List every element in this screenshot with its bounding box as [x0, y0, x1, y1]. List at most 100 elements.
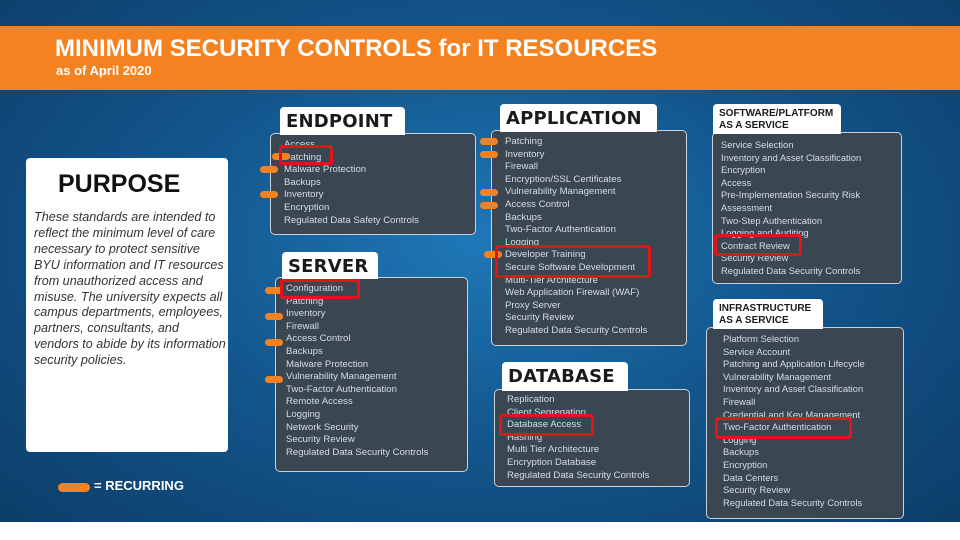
recurring-pin-icon: [480, 151, 498, 158]
two-factor-highlight: [715, 417, 852, 439]
configuration-highlight: [280, 279, 360, 299]
iaas-item: Backups: [723, 446, 759, 458]
iaas-item: Two-Factor Authentication: [723, 421, 832, 433]
database-item: Multi Tier Architecture: [507, 444, 600, 456]
database-item: Regulated Data Security Controls: [507, 469, 650, 481]
endpoint-item: Backups: [284, 176, 321, 188]
application-item: Web Application Firewall (WAF): [505, 287, 640, 299]
application-item: Firewall: [505, 161, 539, 173]
application-item: Regulated Data Security Controls: [505, 324, 648, 336]
contract-review-highlight: [714, 234, 802, 256]
server-item: Regulated Data Security Controls: [286, 446, 429, 458]
database-item: Replication: [507, 394, 555, 405]
title-banner: [0, 26, 960, 90]
iaas-item: Credential and Key Management: [723, 408, 861, 420]
iaas-item: Logging: [723, 433, 757, 445]
server-item: Security Review: [286, 434, 355, 446]
iaas-item: Regulated Data Security Controls: [723, 496, 863, 508]
server-item: Vulnerability Management: [286, 371, 397, 383]
saas-title-line2: AS A SERVICE: [719, 120, 789, 131]
developer-training-highlight: [495, 245, 651, 278]
endpoint-item: Malware Protection: [284, 164, 367, 176]
iaas-title-line2: AS A SERVICE: [719, 315, 789, 326]
iaas-item: Vulnerability Management: [723, 370, 832, 382]
server-item: Configuration: [286, 283, 344, 294]
database-title: DATABASE: [502, 362, 628, 391]
server-item: Network Security: [286, 421, 359, 433]
server-item: Inventory: [286, 308, 326, 320]
endpoint-item: Access: [284, 139, 315, 150]
endpoint-item: Encryption: [284, 201, 330, 213]
application-item: Two-Factor Authentication: [505, 224, 616, 236]
saas-item: Regulated Data Security Controls: [721, 264, 861, 276]
page-title: MINIMUM SECURITY CONTROLS for IT RESOURC…: [55, 35, 658, 62]
iaas-item: Encryption: [723, 458, 768, 470]
saas-item: Assessment: [721, 201, 773, 213]
server-item: Logging: [286, 408, 321, 420]
recurring-pill-icon: [58, 483, 90, 492]
purpose-panel: PURPOSE These standards are intended to …: [26, 158, 228, 452]
bottom-bar: [0, 522, 960, 540]
page-subtitle: as of April 2020: [56, 63, 152, 78]
endpoint-item: Patching: [284, 151, 322, 163]
application-item: Multi-Tier Architecture: [505, 274, 598, 286]
purpose-text: These standards are intended to reflect …: [34, 210, 226, 368]
iaas-title: INFRASTRUCTURE AS A SERVICE: [713, 299, 823, 329]
saas-title: SOFTWARE/PLATFORM AS A SERVICE: [713, 104, 841, 134]
iaas-title-line1: INFRASTRUCTURE: [719, 303, 812, 314]
application-item: Proxy Server: [505, 299, 561, 311]
server-item: Firewall: [286, 320, 320, 332]
recurring-pin-icon: [480, 138, 498, 145]
saas-item: Contract Review: [721, 239, 790, 251]
iaas-item: Security Review: [723, 484, 791, 496]
iaas-item: Data Centers: [723, 471, 779, 483]
saas-item: Pre-Implementation Security Risk: [721, 189, 861, 201]
server-item: Patching: [286, 295, 324, 307]
server-item: Backups: [286, 345, 323, 357]
saas-item: Inventory and Asset Classification: [721, 151, 862, 163]
server-title: SERVER: [282, 252, 378, 279]
database-item: Database Access: [507, 419, 582, 431]
application-item: Vulnerability Management: [505, 186, 616, 198]
application-item: Encryption/SSL Certificates: [505, 173, 622, 185]
recurring-pin-icon: [265, 313, 283, 320]
recurring-pin-icon: [480, 189, 498, 196]
iaas-item: Firewall: [723, 395, 756, 407]
application-item: Patching: [505, 136, 543, 147]
recurring-pin-icon: [265, 376, 283, 383]
server-item: Two-Factor Authentication: [286, 383, 397, 395]
saas-item: Service Selection: [721, 139, 794, 150]
recurring-pin-icon: [480, 202, 498, 209]
recurring-pin-icon: [260, 191, 278, 198]
application-item: Secure Software Development: [505, 261, 636, 273]
saas-item: Two-Step Authentication: [721, 214, 823, 226]
purpose-heading: PURPOSE: [58, 170, 181, 198]
saas-item: Logging and Auditing: [721, 227, 809, 239]
saas-title-line1: SOFTWARE/PLATFORM: [719, 108, 834, 119]
database-item: Client Segregation: [507, 406, 586, 418]
application-item: Security Review: [505, 312, 574, 324]
iaas-item: Platform Selection: [723, 333, 800, 344]
application-item: Logging: [505, 236, 540, 248]
database-access-highlight: [499, 414, 594, 436]
recurring-pin-icon: [260, 166, 278, 173]
recurring-pin-icon: [265, 339, 283, 346]
application-item: Access Control: [505, 198, 570, 210]
patching-highlight: [279, 145, 333, 165]
endpoint-title: ENDPOINT: [280, 107, 405, 135]
application-title: APPLICATION: [500, 104, 657, 132]
database-item: Hashing: [507, 431, 543, 443]
